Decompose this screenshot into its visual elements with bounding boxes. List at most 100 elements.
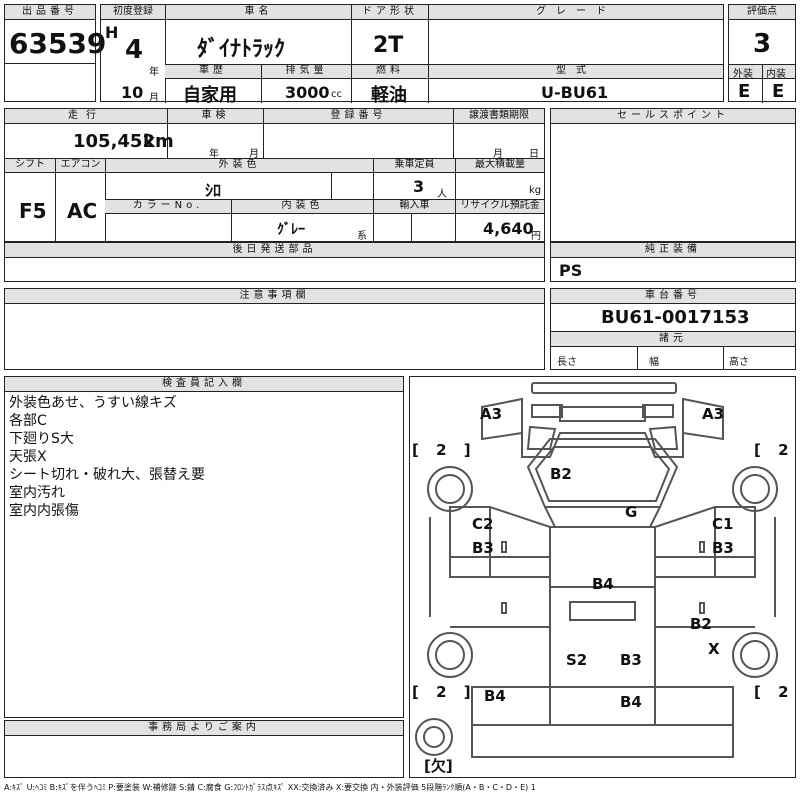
lot-number: 63539 bbox=[9, 27, 107, 60]
inspector-note: 室内内張傷 bbox=[9, 503, 79, 519]
recycle-fee: 4,640 bbox=[483, 219, 534, 238]
damage-mark: B4 bbox=[592, 575, 614, 593]
mileage-label: 走行 bbox=[68, 110, 104, 121]
damage-mark: B2 bbox=[550, 465, 572, 483]
history-label: 車歴 bbox=[199, 65, 227, 76]
truck-outline bbox=[415, 382, 778, 758]
vehicle-header-box: 初度登録 車名 ドア形状 グレード H 4 年 ﾀﾞｲﾅﾄﾗｯｸ 2T 車歴 排… bbox=[100, 4, 724, 106]
damage-mark: C1 bbox=[712, 515, 734, 533]
door-type: 2T bbox=[373, 33, 404, 58]
int-color-label: 内装色 bbox=[231, 199, 373, 213]
door-label: ドア形状 bbox=[351, 5, 428, 19]
color-no-label: カラーNo. bbox=[132, 200, 204, 211]
car-name: ﾀﾞｲﾅﾄﾗｯｸ bbox=[197, 37, 286, 62]
score-box: 評価点 3 外装 内装 E E bbox=[728, 4, 796, 103]
month-unit: 月 bbox=[149, 93, 159, 104]
ext-color-label: 外装色 bbox=[105, 158, 373, 172]
damage-mark: G bbox=[625, 503, 638, 521]
chassis-number: BU61-0017153 bbox=[601, 307, 750, 328]
mileage: 105,452 bbox=[73, 131, 155, 152]
model: U-BU61 bbox=[541, 83, 609, 102]
recycle-label: リサイクル預託金 bbox=[455, 199, 544, 213]
displacement: 3000 bbox=[285, 83, 330, 102]
sales-point-label: セールスポイント bbox=[551, 109, 795, 124]
score-label: 評価点 bbox=[729, 5, 795, 20]
caution-box: 注意事項欄 bbox=[4, 288, 545, 370]
era: H bbox=[105, 23, 119, 42]
transfer-day-unit: 日 bbox=[529, 149, 539, 160]
height-label: 高さ bbox=[729, 357, 749, 368]
score: 3 bbox=[753, 29, 772, 59]
import-label: 輸入車 bbox=[373, 199, 455, 213]
air-conditioner: AC bbox=[67, 199, 98, 223]
int-grade: E bbox=[772, 81, 785, 102]
tire-mark: [ 2 ] bbox=[754, 683, 800, 701]
transfer-month-unit: 月 bbox=[493, 149, 503, 160]
max-load-label: 最大積載量 bbox=[455, 158, 544, 172]
genuine-equipment-box: 純正装備 PS bbox=[550, 242, 796, 282]
inspector-note: シート切れ・破れ大、張替え要 bbox=[9, 467, 205, 483]
spare-tire-mark: [欠] bbox=[424, 757, 453, 775]
displacement-unit: cc bbox=[331, 89, 342, 100]
fuel: 軽油 bbox=[371, 85, 407, 106]
model-label: 型式 bbox=[428, 64, 723, 78]
inspection-label: 車検 bbox=[167, 109, 263, 123]
ext-grade: E bbox=[738, 81, 751, 102]
ext-label: 外装 bbox=[733, 69, 753, 80]
genuine-equipment-label: 純正装備 bbox=[551, 243, 795, 258]
max-load-unit: kg bbox=[529, 185, 542, 196]
transfer-label: 譲渡書類期限 bbox=[453, 109, 544, 123]
damage-mark: A3 bbox=[702, 405, 725, 423]
int-color: ｸﾞﾚｰ bbox=[277, 222, 305, 238]
damage-mark: B3 bbox=[712, 539, 734, 557]
shift: F5 bbox=[19, 199, 47, 223]
legend: A:ｷｽﾞ U:ﾍｺﾐ B:ｷｽﾞを伴うﾍｺﾐ P:要塗装 W:補修跡 S:錆 … bbox=[4, 783, 536, 792]
inspector-note: 下廻りS大 bbox=[9, 431, 74, 447]
damage-mark: S2 bbox=[566, 651, 588, 669]
damage-mark: X bbox=[708, 640, 720, 658]
inspection-year-unit: 年 bbox=[209, 149, 219, 160]
damage-mark: B3 bbox=[472, 539, 494, 557]
reg-no-label: 登録番号 bbox=[263, 109, 453, 123]
office-label: 事務局よりご案内 bbox=[5, 721, 403, 736]
chassis-no-label: 車台番号 bbox=[551, 289, 795, 304]
dims-label: 諸元 bbox=[551, 331, 795, 347]
car-name-label: 車名 bbox=[165, 5, 351, 19]
damage-mark: B4 bbox=[484, 687, 506, 705]
damage-mark: B3 bbox=[620, 651, 642, 669]
int-label: 内装 bbox=[766, 69, 786, 80]
sales-point-box: セールスポイント bbox=[550, 108, 796, 242]
damage-mark: B2 bbox=[690, 615, 712, 633]
ac-label: エアコン bbox=[55, 158, 105, 172]
recycle-unit: 円 bbox=[531, 231, 541, 242]
inspector-note: 外装色あせ、うすい線キズ bbox=[9, 395, 177, 411]
capacity-unit: 人 bbox=[437, 189, 447, 200]
tire-mark: [ 2 ] bbox=[412, 683, 477, 701]
shift-label: シフト bbox=[15, 159, 45, 170]
int-color-unit: 系 bbox=[357, 231, 367, 242]
spec-box: 走行 車検 登録番号 譲渡書類期限 105,452 km 年 月 月 日 シフト… bbox=[4, 108, 545, 242]
history: 自家用 bbox=[183, 85, 237, 106]
ext-color: ｼﾛ bbox=[205, 181, 222, 200]
genuine-equipment: PS bbox=[559, 261, 583, 280]
tire-mark: [ 2 ] bbox=[412, 441, 477, 459]
later-parts-box: 後日発送部品 bbox=[4, 242, 545, 282]
tire-mark: [ 2 ] bbox=[754, 441, 800, 459]
damage-mark: B4 bbox=[620, 693, 642, 711]
reg-month: 10 bbox=[121, 83, 144, 102]
reg-year: 4 bbox=[125, 35, 144, 65]
inspector-label: 検査員記入欄 bbox=[5, 377, 403, 392]
chassis-box: 車台番号 BU61-0017153 諸元 長さ 幅 高さ bbox=[550, 288, 796, 370]
inspector-note: 各部C bbox=[9, 413, 47, 429]
first-reg-label: 初度登録 bbox=[101, 5, 165, 19]
inspector-note: 天張X bbox=[9, 449, 47, 465]
caution-label: 注意事項欄 bbox=[5, 289, 544, 304]
inspector-notes-box: 検査員記入欄 外装色あせ、うすい線キズ 各部C 下廻りS大 天張X シート切れ・… bbox=[4, 376, 404, 718]
inspector-note: 室内汚れ bbox=[9, 485, 65, 501]
later-parts-label: 後日発送部品 bbox=[5, 243, 544, 258]
grade-label: グレード bbox=[428, 5, 723, 19]
damage-mark: A3 bbox=[480, 405, 503, 423]
lot-number-box: 出品番号 63539 bbox=[4, 4, 106, 102]
damage-mark: C2 bbox=[472, 515, 494, 533]
width-label: 幅 bbox=[649, 357, 659, 368]
